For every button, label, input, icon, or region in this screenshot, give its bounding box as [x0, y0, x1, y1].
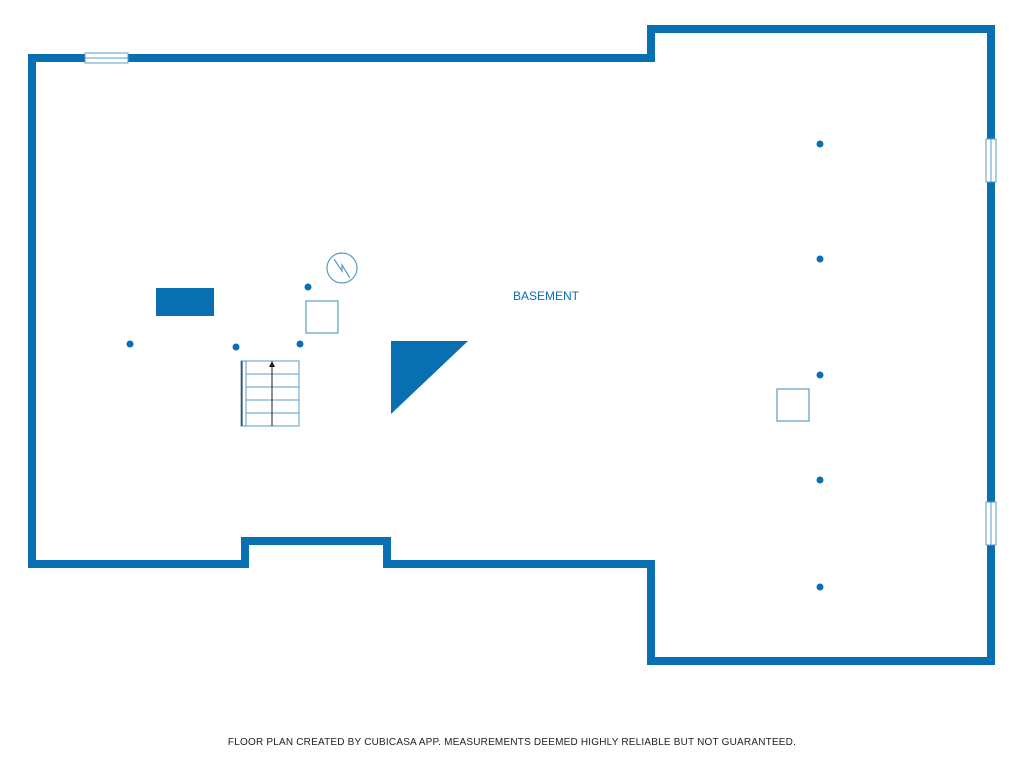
fixture-block [156, 288, 214, 316]
appliance-square [776, 388, 810, 422]
footer-disclaimer: FLOOR PLAN CREATED BY CUBICASA APP. MEAS… [228, 737, 796, 748]
support-column [816, 583, 824, 591]
appliance-square [305, 300, 339, 334]
support-column [816, 371, 824, 379]
window-right-lower [985, 501, 997, 546]
water-heater-icon [326, 252, 358, 284]
support-column [816, 476, 824, 484]
exterior-wall [28, 25, 995, 665]
support-column [816, 140, 824, 148]
support-column [232, 343, 240, 351]
support-column [816, 255, 824, 263]
staircase [240, 360, 300, 427]
stair-direction-arrow-icon [269, 361, 275, 367]
room-label-basement: BASEMENT [513, 289, 580, 303]
support-column [126, 340, 134, 348]
support-column [304, 283, 312, 291]
window-right-upper [985, 138, 997, 183]
window-top [84, 52, 129, 64]
triangle-fixture [391, 341, 468, 414]
support-column [296, 340, 304, 348]
